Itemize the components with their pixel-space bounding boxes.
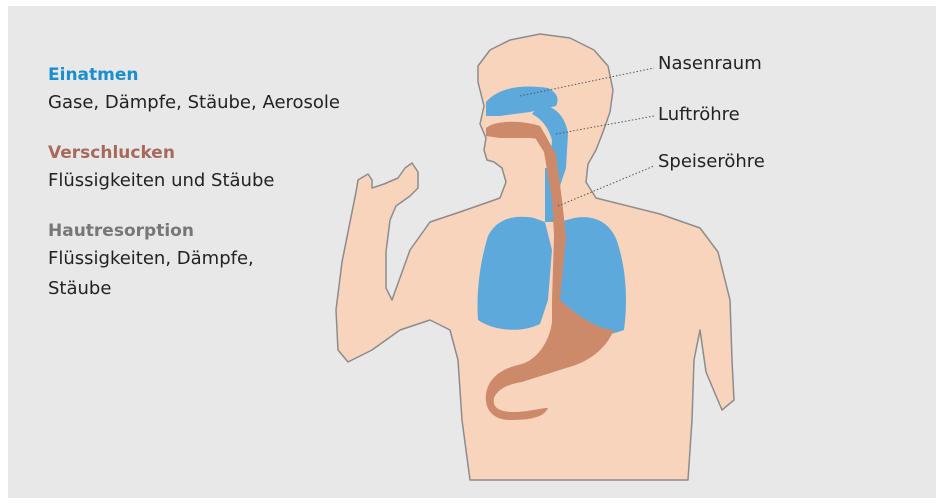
label-speiseroehre: Speiseröhre	[658, 151, 765, 173]
label-luftroehre: Luftröhre	[658, 104, 740, 126]
label-nasenraum: Nasenraum	[658, 53, 762, 75]
